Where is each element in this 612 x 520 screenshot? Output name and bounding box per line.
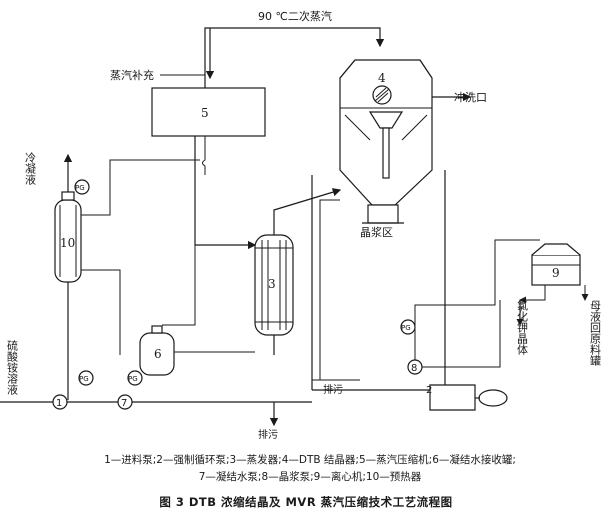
label-n1: 1 [56,398,62,409]
compressor-5 [151,87,266,137]
label-n5: 5 [201,106,209,120]
label-n10: 10 [60,236,75,250]
label-slurry-zone: 晶浆区 [360,225,393,239]
cross-line [202,136,206,175]
crystallizer-4 [339,59,433,224]
process-flow-svg: 90 ℃二次蒸汽 蒸汽补充 冲洗口 晶浆区 排污 排污 冷凝液 硫酸铵溶液 氯化… [0,9,602,441]
pg-gauge-1 [74,179,90,195]
pg-label-3: PG [128,375,138,383]
legend-line-1: 1—进料泵;2—强制循环泵;3—蒸发器;4—DTB 结晶器;5—蒸汽压缩机;6—… [104,454,516,466]
label-condensate: 冷凝液 [24,152,37,186]
secondary-steam-line [204,27,385,88]
legend: 1—进料泵;2—强制循环泵;3—蒸发器;4—DTB 结晶器;5—蒸汽压缩机;6—… [40,452,580,486]
label-n7: 7 [121,398,127,409]
recirc-line [319,199,340,380]
label-n9: 9 [552,266,560,280]
label-n3: 3 [268,277,276,291]
label-n6: 6 [154,347,162,361]
legend-line-2: 7—凝结水泵;8—晶浆泵;9—离心机;10—预热器 [198,471,422,483]
evaporator-3 [254,234,294,336]
kcl-out [519,285,546,304]
condensate-tank-6 [139,325,175,376]
centrifuge-9 [531,243,581,286]
label-flush-port: 冲洗口 [454,90,487,104]
compressed-steam-line [194,136,257,250]
label-steam-supplement: 蒸汽补充 [110,68,154,82]
preheater-10 [54,191,82,283]
slurry-return [422,300,501,368]
label-steam-top: 90 ℃二次蒸汽 [258,9,332,23]
label-n4: 4 [378,71,386,85]
label-feed: 硫酸铵溶液 [6,339,19,396]
pg-gauge-3 [127,370,143,386]
pg-gauge-2 [78,370,94,386]
circulation-pump-2 [429,384,508,411]
evap-to-crystallizer [273,188,342,235]
label-kcl-crystal: 氯化钾晶体 [516,299,529,355]
label-mother-liquor: 母液回原料罐 [589,300,602,367]
label-n8: 8 [411,363,417,374]
figure-caption: 图 3 DTB 浓缩结晶及 MVR 蒸汽压缩技术工艺流程图 [159,495,453,509]
pg-gauge-4 [400,319,416,335]
condensate-to-tank [162,245,196,326]
label-n2: 2 [426,385,432,396]
slurry-to-centrifuge [414,239,540,360]
pg-label-2: PG [79,375,89,383]
label-drain-left: 排污 [323,383,343,396]
label-drain-bottom: 排污 [258,428,278,441]
preheater-side [81,269,121,355]
pg-label-1: PG [75,184,85,192]
pg-label-4: PG [401,324,411,332]
preheater-top-link [81,159,200,216]
